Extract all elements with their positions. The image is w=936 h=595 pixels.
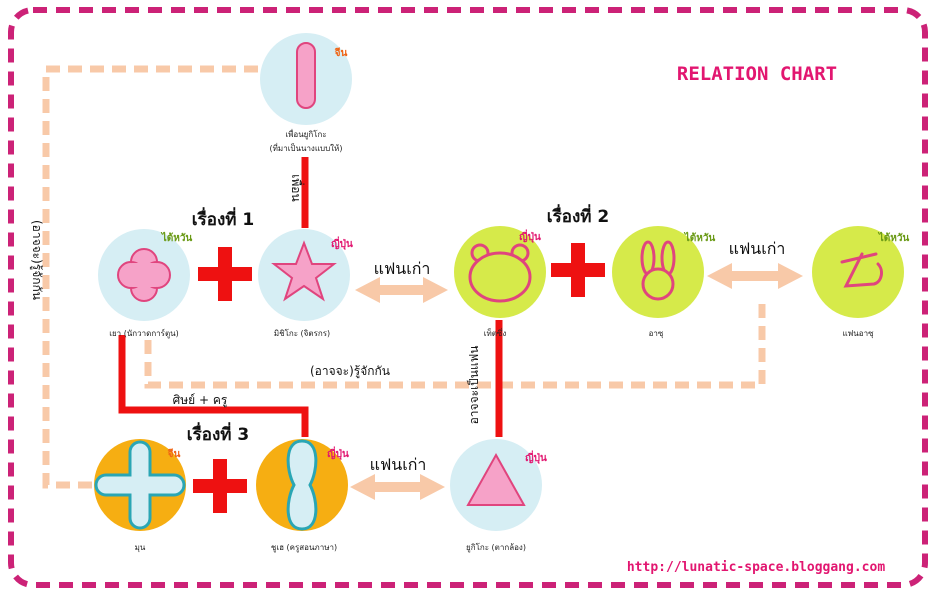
name-shuu: ชูเฮ (ครูสอนภาษา) (271, 543, 337, 553)
triangle-icon (466, 452, 526, 506)
name-azu: อาซุ (649, 329, 664, 338)
nation-tetsu: ญี่ปุ่น (519, 229, 541, 243)
dashed-link-inner (144, 300, 766, 389)
nation-mun: จีน (168, 448, 181, 460)
label-student-teacher: ศิษย์ + ครู (173, 393, 228, 408)
label-ex-2: แฟนเก่า (729, 239, 786, 258)
label-maybe-lover: อาจจะเป็นแฟน (466, 346, 481, 425)
person-names: เพื่อนยูกิโกะ (ที่มาเป็นนางแบบให้) เยา (… (109, 128, 874, 553)
dashed-links (42, 65, 766, 489)
nation-azu-ex: ไต้หวัน (878, 231, 910, 244)
scribble-icon (840, 252, 883, 288)
arrow-ex-3 (350, 474, 445, 500)
plus-signs (193, 243, 605, 513)
label-maybe-know-mid: (อาจจะ)รู้จักกัน (310, 364, 390, 379)
name-tetsu: เท็ตซึ่ง (484, 327, 507, 338)
name-yuki-friend-2: (ที่มาเป็นนางแบบให้) (270, 142, 343, 153)
red-links (118, 157, 503, 437)
link-teacher (118, 335, 309, 437)
cross-icon (94, 440, 186, 530)
name-mun: มุน (135, 543, 146, 552)
story-3-heading: เรื่องที่ 3 (187, 422, 249, 445)
node-azu-ex (812, 226, 904, 318)
relation-labels: แฟนเก่า แฟนเก่า แฟนเก่า ศิษย์ + ครู (อาจ… (29, 174, 785, 474)
plus-sign-1 (198, 247, 252, 301)
nation-tags: จีน ไต้หวัน ญี่ปุ่น ญี่ปุ่น ไต้หวัน ไต้ห… (161, 47, 910, 464)
nation-michiko: ญี่ปุ่น (331, 236, 353, 250)
story-2-heading: เรื่องที่ 2 (547, 204, 609, 227)
bear-face-icon (468, 243, 532, 303)
dashed-link-outer (42, 65, 258, 489)
bar-icon (296, 42, 316, 109)
arrow-ex-2 (707, 263, 803, 289)
nation-shuu: ญี่ปุ่น (327, 446, 349, 460)
label-ex-1: แฟนเก่า (374, 259, 431, 278)
double-arrows (350, 263, 803, 500)
star-icon (271, 240, 337, 302)
name-michiko: มิชิโกะ (จิตรกร) (274, 328, 330, 338)
figure-eight-icon (286, 439, 318, 531)
nation-yuki-friend: จีน (335, 47, 348, 59)
label-friend: เพื่อน (289, 174, 305, 201)
label-ex-3: แฟนเก่า (370, 455, 427, 474)
nation-yao: ไต้หวัน (161, 231, 193, 244)
plus-sign-3 (193, 459, 247, 513)
arrow-ex-1 (355, 277, 448, 303)
label-maybe-know-left: (อาจจะ)รู้จักกัน (29, 220, 44, 300)
plus-sign-2 (551, 243, 605, 297)
nation-yukiko: ญี่ปุ่น (525, 450, 547, 464)
rabbit-icon (640, 240, 676, 301)
source-url: http://lunatic-space.bloggang.com (627, 560, 885, 575)
chart-title: RELATION CHART (677, 63, 837, 85)
story-headings: เรื่องที่ 1 เรื่องที่ 2 เรื่องที่ 3 (187, 204, 609, 445)
name-yukiko: ยูกิโกะ (ตากล้อง) (466, 542, 526, 553)
name-yao: เยา (นักวาดการ์ตูน) (109, 328, 179, 339)
quatrefoil-icon (117, 248, 171, 302)
name-yuki-friend-1: เพื่อนยูกิโกะ (285, 128, 326, 140)
story-1-heading: เรื่องที่ 1 (192, 207, 254, 230)
nation-azu: ไต้หวัน (684, 231, 716, 244)
name-azu-ex: แฟนอาซุ (842, 329, 874, 338)
